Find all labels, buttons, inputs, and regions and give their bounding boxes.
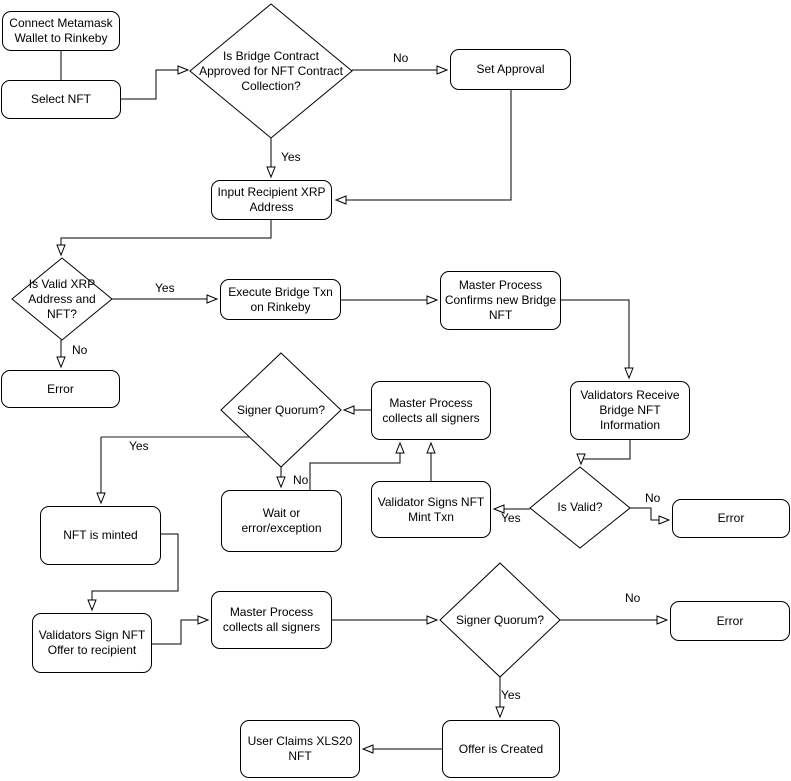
decision-is-valid-xrp-shape [11, 257, 113, 341]
decision-bridge-contract-approved: Is Bridge Contract Approved for NFT Cont… [199, 48, 343, 93]
edge-label-no: No [625, 591, 641, 605]
edge-label-yes: Yes [129, 439, 149, 453]
node-set-approval: Set Approval [450, 49, 571, 90]
node-connect-metamask-wallet: Connect Metamask Wallet to Rinkeby [2, 11, 120, 51]
edge-label-yes: Yes [155, 281, 175, 295]
edge-input-xrp-to-valid-decision [56, 220, 272, 257]
node-offer-is-created: Offer is Created [442, 720, 560, 778]
edge-label-no: No [645, 491, 661, 505]
node-error-invalid-bridge-nft: Error [672, 499, 790, 538]
edge-label-no: No [393, 51, 409, 65]
node-validator-signs-mint-txn: Validator Signs NFT Mint Txn [371, 481, 491, 538]
node-nft-is-minted: NFT is minted [40, 506, 161, 565]
edges [56, 51, 671, 754]
edge-label-no: No [72, 343, 88, 357]
edge-label-yes: Yes [501, 688, 521, 702]
node-user-claims-xls20-nft: User Claims XLS20 NFT [240, 720, 360, 778]
decision-signer-quorum-offer: Signer Quorum? [455, 612, 545, 627]
node-master-process-confirms: Master Process Confirms new Bridge NFT [440, 271, 561, 330]
edge-wait-to-master-collects [309, 441, 405, 490]
edge-validators-sign-to-master-collects2 [152, 615, 210, 645]
node-validators-receive-bridge-nft: Validators Receive Bridge NFT Informatio… [570, 381, 690, 440]
edge-is-valid-no-to-error [630, 507, 671, 525]
node-execute-bridge-txn: Execute Bridge Txn on Rinkeby [220, 279, 341, 320]
decision-shapes [11, 3, 631, 678]
node-master-collects-signers-mint: Master Process collects all signers [371, 381, 491, 440]
edge-label-yes: Yes [281, 150, 301, 164]
decision-signer-quorum-mint: Signer Quorum? [236, 402, 326, 417]
node-select-nft: Select NFT [1, 80, 121, 119]
decision-is-valid-shape [529, 466, 631, 549]
edge-validators-receive-to-is-valid [576, 440, 631, 466]
node-master-collects-signers-offer: Master Process collects all signers [211, 591, 332, 649]
decision-is-valid: Is Valid? [557, 500, 603, 514]
edge-nft-minted-to-validators-sign [87, 533, 179, 612]
decision-bridge-contract-approved-shape [189, 3, 353, 139]
edge-select-to-approved-decision [121, 65, 190, 100]
node-error-no-quorum: Error [670, 601, 790, 641]
node-error-invalid-xrp: Error [1, 370, 120, 408]
decision-is-valid-xrp: Is Valid XRP Address and NFT? [28, 276, 96, 321]
edge-label-no: No [293, 473, 309, 487]
decision-signer-quorum-offer-shape [439, 562, 561, 678]
decision-signer-quorum-mint-shape [220, 352, 342, 468]
node-input-recipient-xrp-address: Input Recipient XRP Address [211, 180, 332, 220]
node-wait-or-error: Wait or error/exception [221, 490, 342, 552]
edge-master-confirms-to-validators-receive [561, 299, 634, 380]
node-validators-sign-offer: Validators Sign NFT Offer to recipient [32, 613, 152, 673]
edge-set-approval-to-input-xrp [334, 90, 512, 205]
edge-label-yes: Yes [501, 511, 521, 525]
